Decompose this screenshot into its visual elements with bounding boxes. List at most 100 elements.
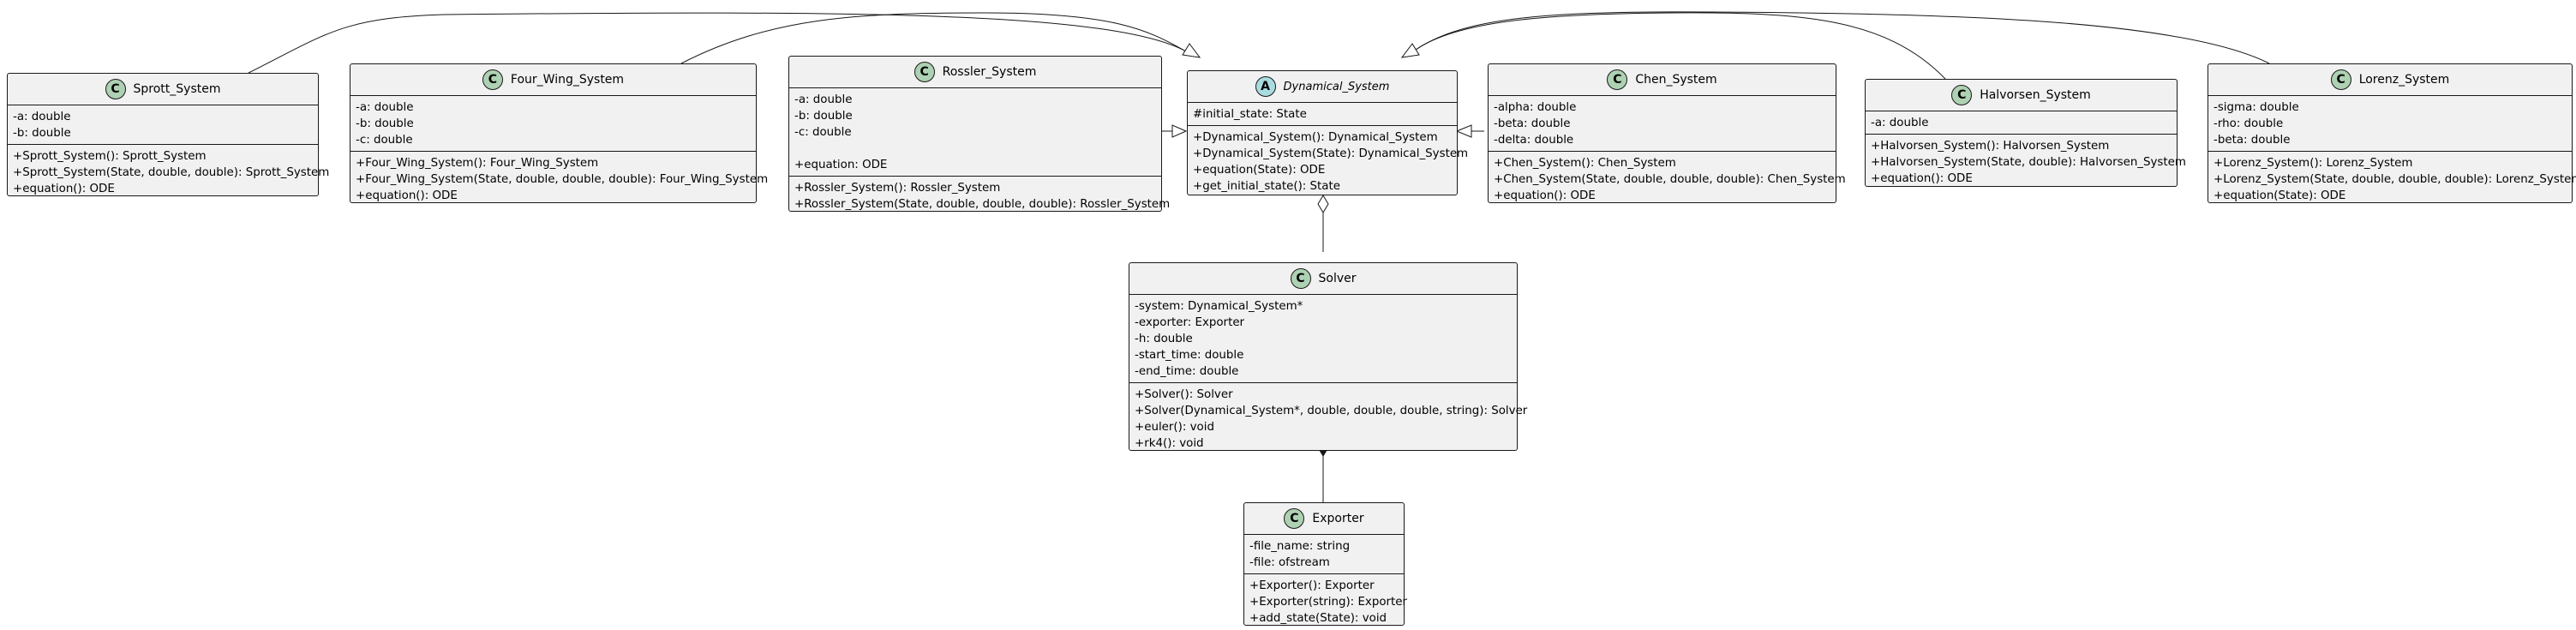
method: +Sprott_System(): Sprott_System	[13, 150, 207, 163]
attribute: -b: double	[13, 127, 71, 140]
attribute: -delta: double	[1494, 134, 1574, 147]
method: +add_state(State): void	[1249, 612, 1387, 625]
method: +Dynamical_System(): Dynamical_System	[1193, 131, 1438, 144]
methods-section: +Halvorsen_System(): Halvorsen_System +H…	[1866, 134, 2186, 189]
class-name: Sprott_System	[133, 82, 221, 96]
method: +Halvorsen_System(): Halvorsen_System	[1871, 140, 2110, 153]
class-name: Lorenz_System	[2358, 73, 2450, 87]
attribute: -rho: double	[2214, 117, 2284, 130]
attributes-section: -file_name: string -file: ofstream	[1244, 534, 1404, 573]
class-name: Halvorsen_System	[1980, 88, 2091, 102]
method: +Solver(): Solver	[1135, 388, 1233, 401]
class-name: Exporter	[1312, 512, 1364, 525]
method: +equation(State): ODE	[1193, 164, 1326, 177]
method: +Sprott_System(State, double, double): S…	[13, 166, 330, 179]
method: +Chen_System(State, double, double, doub…	[1494, 173, 1846, 186]
attribute: -system: Dynamical_System*	[1135, 300, 1303, 313]
attribute: -c: double	[794, 126, 852, 139]
attribute: -c: double	[356, 134, 413, 147]
method: +Exporter(): Exporter	[1249, 579, 1375, 592]
class-lorenz-system: C Lorenz_System -sigma: double -rho: doub…	[2208, 63, 2576, 203]
method: +equation(): ODE	[1871, 172, 1973, 185]
class-icon: C	[2330, 69, 2351, 90]
class-name: Rossler_System	[942, 65, 1037, 79]
attribute: -a: double	[13, 111, 71, 123]
method: +get_initial_state(): State	[1193, 180, 1341, 193]
method: +Halvorsen_System(State, double): Halvor…	[1871, 156, 2186, 169]
attribute: -beta: double	[1494, 117, 1571, 130]
class-name: Four_Wing_System	[510, 73, 625, 87]
attribute: -b: double	[794, 110, 853, 123]
methods-section: +Rossler_System(): Rossler_System +Rossl…	[789, 176, 1170, 215]
attribute: #initial_state: State	[1193, 108, 1307, 121]
class-name: Solver	[1318, 272, 1357, 285]
inheritance-line-sprott	[248, 12, 1187, 74]
attribute: -start_time: double	[1135, 349, 1244, 362]
attributes-section: -a: double -b: double	[8, 105, 318, 144]
class-icon: C	[1607, 69, 1628, 90]
attributes-section: -sigma: double -rho: double -beta: doubl…	[2208, 95, 2572, 151]
attribute: -h: double	[1135, 333, 1193, 345]
attribute: -alpha: double	[1494, 101, 1577, 114]
method: +equation(): ODE	[1494, 189, 1596, 202]
aggregation-diamond	[1317, 195, 1329, 213]
attribute: -end_time: double	[1135, 365, 1239, 378]
class-halvorsen-system: C Halvorsen_System -a: double +Halvorsen_…	[1865, 79, 2186, 189]
inheritance-line-four-wing	[680, 12, 1187, 64]
method: +Exporter(string): Exporter	[1249, 596, 1408, 609]
method: +equation(State): ODE	[2214, 189, 2346, 202]
method: +equation(): ODE	[13, 183, 115, 195]
method: +Lorenz_System(): Lorenz_System	[2214, 157, 2413, 170]
class-name: Chen_System	[1635, 73, 1717, 87]
class-icon: C	[482, 69, 503, 90]
method: +rk4(): void	[1135, 437, 1204, 450]
class-icon: C	[914, 62, 935, 82]
attributes-section: -a: double	[1866, 111, 2177, 134]
attribute: -sigma: double	[2214, 101, 2299, 114]
attribute: -a: double	[794, 93, 853, 106]
inheritance-line-lorenz	[1415, 11, 2270, 64]
methods-section: +Four_Wing_System(): Four_Wing_System +F…	[350, 151, 769, 207]
method: +Chen_System(): Chen_System	[1494, 157, 1676, 170]
attribute: -exporter: Exporter	[1135, 316, 1245, 329]
class-icon: C	[1290, 268, 1311, 289]
method: +Lorenz_System(State, double, double, do…	[2214, 173, 2576, 186]
methods-section: +Exporter(): Exporter +Exporter(string):…	[1244, 573, 1408, 629]
inheritance-arrowhead	[1171, 124, 1188, 138]
method: +Rossler_System(): Rossler_System	[794, 182, 1001, 195]
methods-section: +Sprott_System(): Sprott_System +Sprott_…	[8, 144, 330, 200]
methods-section: +Solver(): Solver +Solver(Dynamical_Syst…	[1129, 382, 1528, 454]
attributes-section: #initial_state: State	[1188, 102, 1457, 125]
methods-section: +Chen_System(): Chen_System +Chen_System…	[1489, 151, 1846, 207]
attribute-blank	[789, 141, 1161, 157]
class-icon: C	[1284, 508, 1305, 529]
class-exporter: C Exporter -file_name: string -file: ofst…	[1243, 502, 1408, 629]
attributes-section: -system: Dynamical_System* -exporter: Ex…	[1129, 294, 1517, 382]
attribute: -a: double	[1871, 117, 1929, 129]
class-rossler-system: C Rossler_System -a: double -b: double -c…	[788, 56, 1170, 215]
abstract-class-icon: A	[1255, 76, 1276, 97]
methods-section: +Dynamical_System(): Dynamical_System +D…	[1188, 125, 1468, 197]
method: +Four_Wing_System(): Four_Wing_System	[356, 157, 599, 170]
method: +Solver(Dynamical_System*, double, doubl…	[1135, 405, 1528, 417]
class-chen-system: C Chen_System -alpha: double -beta: doubl…	[1488, 63, 1846, 203]
inheritance-line-halvorsen	[1415, 12, 1946, 80]
attribute: -file: ofstream	[1249, 556, 1330, 569]
inheritance-arrowhead	[1400, 43, 1420, 58]
method: +equation(): ODE	[356, 189, 458, 202]
class-icon: C	[1951, 85, 1973, 105]
inheritance-arrowhead	[1455, 124, 1472, 138]
method: +Four_Wing_System(State, double, double,…	[356, 173, 769, 186]
attribute: -beta: double	[2214, 134, 2291, 147]
attribute: -file_name: string	[1249, 540, 1351, 553]
attributes-section: -alpha: double -beta: double -delta: dou…	[1489, 95, 1836, 151]
methods-section: +Lorenz_System(): Lorenz_System +Lorenz_…	[2208, 151, 2576, 207]
attributes-section: -a: double -b: double -c: double +equati…	[789, 87, 1161, 176]
attribute: -b: double	[356, 117, 414, 130]
class-name: Dynamical_System	[1283, 80, 1390, 93]
attribute: +equation: ODE	[794, 159, 888, 171]
